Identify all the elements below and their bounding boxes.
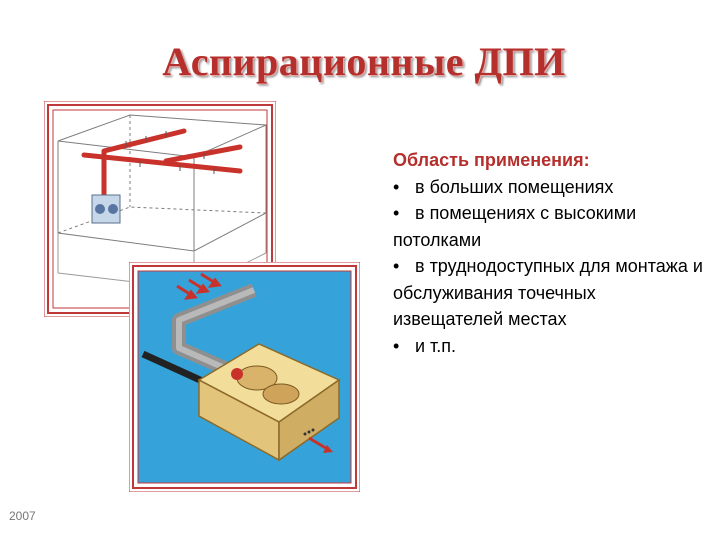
bullet-item: •в больших помещениях xyxy=(393,176,614,197)
bullet-item: •в труднодоступных для монтажа и обслужи… xyxy=(393,256,703,329)
bullet-item: •в помещениях с высокими потолками xyxy=(393,203,637,250)
footer-year: 2007 xyxy=(9,509,36,523)
content-text: Область применения: •в больших помещения… xyxy=(393,147,703,359)
slide-title: Аспирационные ДПИ xyxy=(162,39,566,84)
bullet-item: •и т.п. xyxy=(393,335,457,356)
applications-heading: Область применения: xyxy=(393,150,590,170)
room-pipe-diagram-image xyxy=(43,100,277,318)
aspiration-detector-image xyxy=(128,261,361,493)
